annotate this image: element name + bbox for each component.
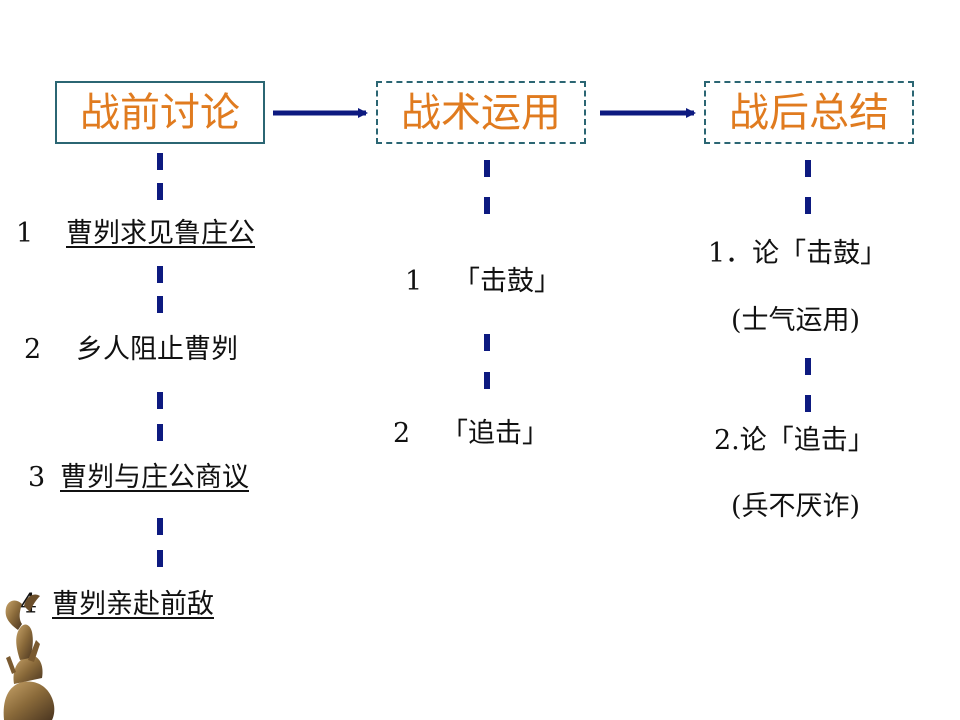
col3-item-1: 1．论「击鼓」 xyxy=(708,238,888,269)
box-before-battle: 战前讨论 xyxy=(55,81,265,144)
col2-item-1: 1「击鼓」 xyxy=(405,266,561,297)
box-tactics-label: 战术运用 xyxy=(401,89,561,136)
bronze-goat-statue-icon xyxy=(3,594,55,720)
box-tactics: 战术运用 xyxy=(376,81,586,144)
box-after-battle: 战后总结 xyxy=(704,81,914,144)
col2-item-2: 2「追击」 xyxy=(393,418,549,449)
box-after-battle-label: 战后总结 xyxy=(729,89,889,136)
col3-item-1-note: (士气运用) xyxy=(731,305,861,336)
col1-item-4: 4曹刿亲赴前敌 xyxy=(20,589,214,620)
col3-item-2-note: (兵不厌诈) xyxy=(731,491,861,522)
box-before-battle-label: 战前讨论 xyxy=(80,89,240,136)
col3-item-2: 2.论「追击」 xyxy=(714,425,875,456)
